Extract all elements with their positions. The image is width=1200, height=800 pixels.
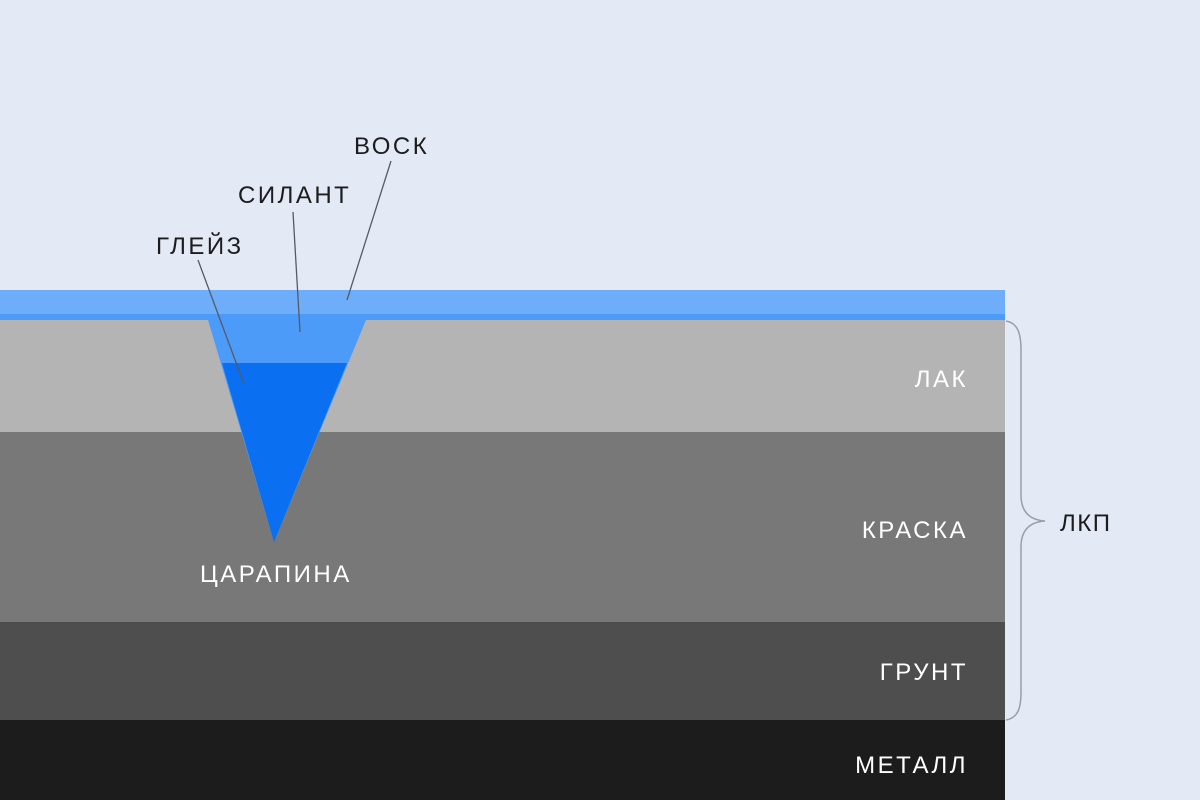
sealant-leader-line [292, 211, 301, 333]
paint-label: КРАСКА [861, 517, 968, 544]
scratch-label: ЦАРАПИНА [200, 561, 352, 588]
primer-label: ГРУНТ [879, 659, 968, 686]
paint-layer: КРАСКА [0, 432, 1005, 622]
group-brace-icon [1005, 320, 1046, 721]
paintwork-group-label: ЛКП [1060, 510, 1112, 537]
wax-callout-label: ВОСК [354, 133, 430, 160]
lacquer-layer: ЛАК [0, 320, 1005, 432]
sealant-layer [0, 314, 1005, 321]
metal-layer: МЕТАЛЛ [0, 720, 1005, 800]
wax-leader-line [346, 160, 392, 301]
wax-layer [0, 290, 1005, 315]
glaze-leader-line [197, 259, 245, 385]
primer-layer: ГРУНТ [0, 622, 1005, 720]
metal-label: МЕТАЛЛ [855, 752, 968, 779]
glaze-callout-label: ГЛЕЙЗ [156, 233, 244, 260]
scratch-glaze-fill [222, 363, 347, 542]
sealant-callout-label: СИЛАНТ [238, 182, 352, 209]
lacquer-label: ЛАК [914, 366, 968, 393]
